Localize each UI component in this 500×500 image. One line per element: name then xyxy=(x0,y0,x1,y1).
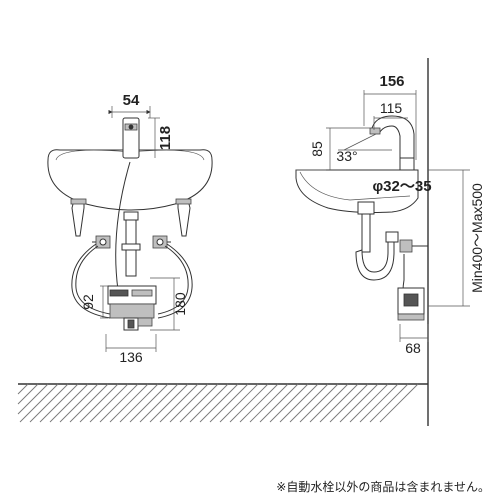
floor-hatch-line xyxy=(99,383,139,423)
floor-hatch-line xyxy=(269,383,309,423)
dim-spout-height: 118 xyxy=(157,126,174,150)
floor-hatch-line xyxy=(149,383,189,423)
floor-hatch-line xyxy=(289,383,329,423)
floor-hatch-line xyxy=(379,383,419,423)
floor-hatch-line xyxy=(259,383,299,423)
floor-hatch-line xyxy=(319,383,359,423)
floor-hatch-line xyxy=(59,383,99,423)
floor-hatch-line xyxy=(179,383,219,423)
dim-faucet-height: 85 xyxy=(309,141,325,157)
floor-hatch-line xyxy=(239,383,279,423)
footnote: ※自動水栓以外の商品は含まれません。 xyxy=(276,480,490,494)
floor-hatch-line xyxy=(299,383,339,423)
floor-hatch-line xyxy=(369,383,409,423)
dim-box-width: 136 xyxy=(119,349,143,365)
floor-hatch-line xyxy=(89,383,129,423)
dim-hose-height: 180 xyxy=(172,292,188,316)
dim-spout-width: 54 xyxy=(123,92,140,109)
floor-hatch-line xyxy=(159,383,199,423)
floor-hatch-line xyxy=(17,383,29,395)
floor-hatch-line xyxy=(249,383,289,423)
floor-hatch-line xyxy=(309,383,349,423)
dim-mount-height: Min400～Max500 xyxy=(469,183,485,293)
dim-valve-width: 68 xyxy=(405,340,421,356)
front-view: 54 118 xyxy=(47,92,213,365)
dim-spout-reach: 115 xyxy=(380,100,403,116)
floor-hatch-line xyxy=(109,383,149,423)
supply-hoses-front xyxy=(71,161,193,319)
floor-hatch-line xyxy=(359,383,399,423)
floor-hatch-line xyxy=(17,383,49,415)
bracket-right xyxy=(175,198,192,237)
floor-hatch-line xyxy=(189,383,229,423)
floor-hatch-line xyxy=(129,383,169,423)
floor-hatch-line xyxy=(209,383,249,423)
floor-hatch-line xyxy=(29,383,69,423)
stop-valve-right xyxy=(152,235,171,249)
floor-hatch-line xyxy=(79,383,119,423)
floor-hatch-line xyxy=(339,383,379,423)
floor-hatch-line xyxy=(349,383,389,423)
floor-hatch-line xyxy=(199,383,239,423)
floor-hatch-line xyxy=(49,383,89,423)
floor-hatch-line xyxy=(329,383,369,423)
floor-hatch-line xyxy=(19,383,59,423)
faucet-side xyxy=(369,115,415,171)
floor-hatch-line xyxy=(139,383,179,423)
floor-hatch-line xyxy=(17,383,39,405)
floor xyxy=(17,383,428,423)
floor-hatch-line xyxy=(279,383,319,423)
floor-hatch-line xyxy=(119,383,159,423)
drain-trap-front xyxy=(121,211,141,277)
dim-drain-diameter: φ32～35 xyxy=(372,178,431,195)
stop-valve-left xyxy=(92,235,111,249)
floor-hatch-line xyxy=(219,383,259,423)
bracket-left xyxy=(70,198,87,237)
floor-hatch-line xyxy=(69,383,109,423)
faucet-front xyxy=(122,117,140,159)
stop-valve-side xyxy=(399,239,428,253)
dim-box-height: 92 xyxy=(80,294,96,310)
dim-faucet-depth: 156 xyxy=(379,73,404,90)
dim-spout-angle: 33° xyxy=(336,148,357,164)
side-view: 33° 156 115 85 φ32～35 xyxy=(295,73,485,356)
drain-trap-side xyxy=(355,201,399,281)
control-box-side xyxy=(397,287,425,321)
floor-hatch-line xyxy=(229,383,269,423)
floor-hatch-line xyxy=(169,383,209,423)
floor-hatch-line xyxy=(39,383,79,423)
control-box-front xyxy=(107,285,157,331)
